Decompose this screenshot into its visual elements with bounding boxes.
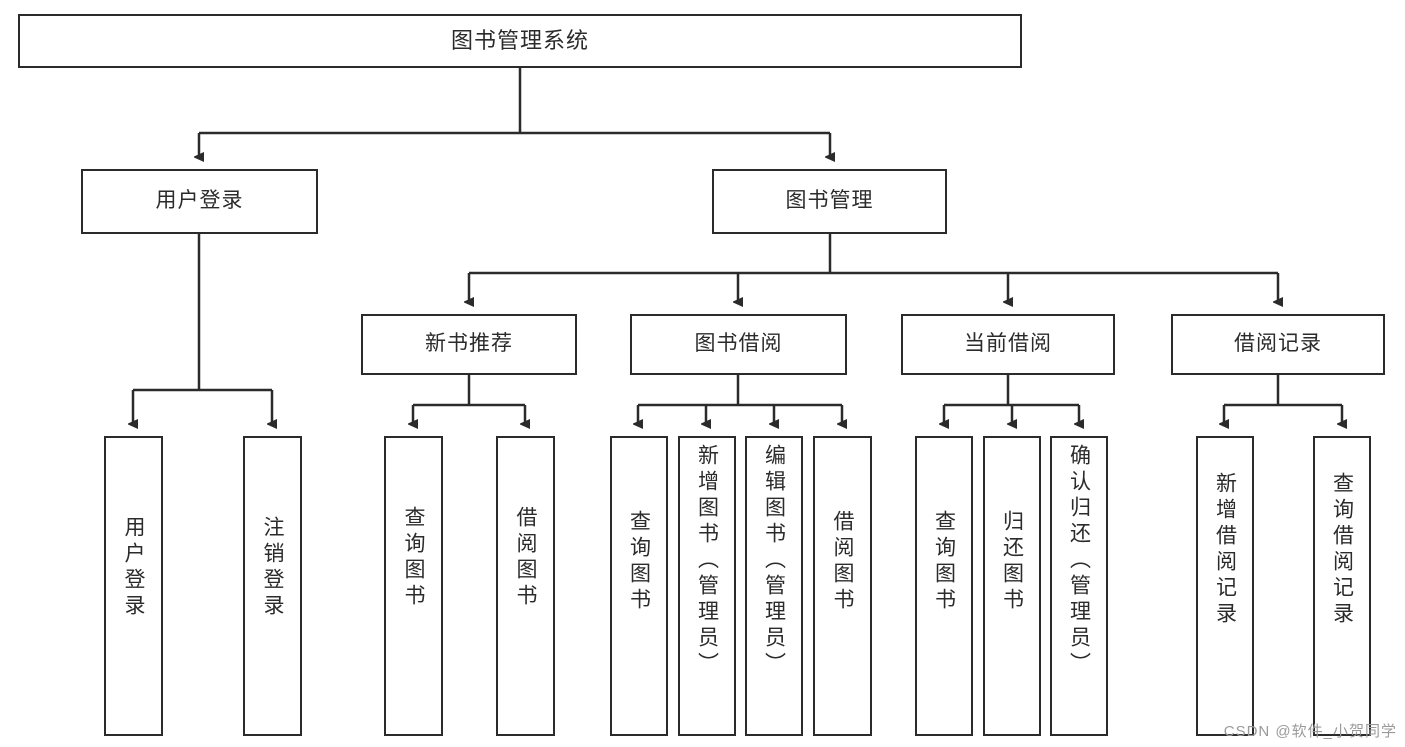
leaf-book-borrow-borrow[interactable]: 借阅图书	[813, 436, 872, 736]
node-label: 用户登录	[122, 516, 145, 620]
node-label: 用户登录	[155, 189, 244, 213]
leaf-borrow-record-query[interactable]: 查询借阅记录	[1313, 436, 1371, 736]
node-current-borrow[interactable]: 当前借阅	[901, 314, 1115, 375]
leaf-user-login-login[interactable]: 用户登录	[104, 436, 163, 736]
node-label: 查询图书	[627, 510, 651, 614]
leaf-current-borrow-query[interactable]: 查询图书	[915, 436, 973, 736]
node-book-borrow[interactable]: 图书借阅	[630, 314, 847, 375]
node-book-management[interactable]: 图书管理	[712, 169, 947, 234]
leaf-book-borrow-query[interactable]: 查询图书	[610, 436, 668, 736]
leaf-borrow-record-add[interactable]: 新增借阅记录	[1196, 436, 1254, 736]
leaf-new-book-query[interactable]: 查询图书	[384, 436, 443, 736]
node-label: 图书管理系统	[450, 28, 589, 54]
node-label: 查询图书	[932, 510, 956, 614]
node-label: 借阅图书	[831, 510, 854, 614]
node-new-book-recommend[interactable]: 新书推荐	[361, 314, 577, 375]
leaf-new-book-borrow[interactable]: 借阅图书	[496, 436, 555, 736]
node-label: 查询图书	[402, 506, 425, 610]
node-label: 编辑图书（管理员）	[762, 444, 786, 678]
node-label: 查询借阅记录	[1330, 472, 1354, 628]
node-borrow-record[interactable]: 借阅记录	[1171, 314, 1385, 375]
node-label: 归还图书	[1000, 510, 1024, 614]
node-root-system[interactable]: 图书管理系统	[18, 14, 1022, 68]
node-label: 注销登录	[261, 516, 284, 620]
leaf-book-borrow-edit[interactable]: 编辑图书（管理员）	[745, 436, 803, 736]
leaf-current-borrow-confirm[interactable]: 确认归还（管理员）	[1050, 436, 1108, 736]
node-label: 新书推荐	[425, 332, 513, 356]
node-user-login[interactable]: 用户登录	[81, 169, 318, 234]
node-label: 当前借阅	[964, 332, 1052, 356]
node-label: 图书借阅	[694, 332, 783, 356]
node-label: 新增借阅记录	[1213, 472, 1237, 628]
node-label: 借阅记录	[1234, 332, 1322, 356]
leaf-book-borrow-add[interactable]: 新增图书（管理员）	[678, 436, 736, 736]
node-label: 图书管理	[785, 189, 874, 213]
leaf-user-login-logout[interactable]: 注销登录	[243, 436, 302, 736]
node-label: 确认归还（管理员）	[1067, 444, 1091, 678]
leaf-current-borrow-return[interactable]: 归还图书	[983, 436, 1041, 736]
node-label: 借阅图书	[514, 506, 537, 610]
watermark: CSDN @软件_小贺同学	[1223, 723, 1397, 740]
node-label: 新增图书（管理员）	[695, 444, 719, 678]
